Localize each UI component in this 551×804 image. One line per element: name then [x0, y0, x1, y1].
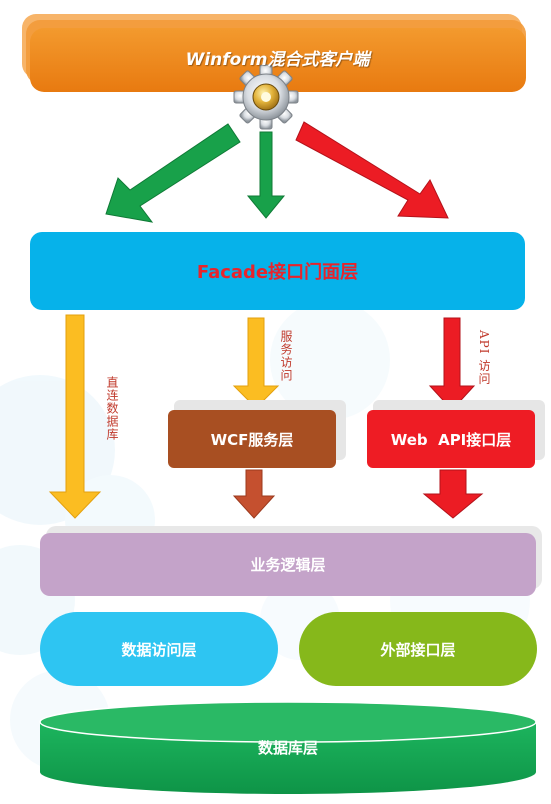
external-interface-box: [299, 612, 537, 686]
external-interface-layer-label: 外部接口层: [380, 640, 456, 659]
business-logic-box: [40, 526, 542, 596]
arrow-to-facade-right: [295, 121, 449, 219]
arrow-wcf-to-business: [232, 469, 276, 519]
database-layer-label: 数据库层: [257, 739, 318, 757]
webapi-layer-label: Web API接口层: [390, 430, 512, 449]
facade-box: [30, 232, 525, 310]
direct-database-label: 直连数据库: [105, 376, 119, 441]
database-cylinder: [39, 701, 537, 794]
winform-client-box: [22, 14, 526, 92]
arrow-to-wcf: [232, 317, 280, 409]
gear-icon: [233, 64, 299, 130]
arrow-to-facade-middle: [246, 131, 286, 219]
winform-client-title: Winform混合式客户端: [185, 50, 370, 70]
webapi-box: [367, 400, 545, 468]
wcf-layer-label: WCF服务层: [210, 430, 294, 449]
api-access-label: API 访问: [477, 330, 491, 386]
arrow-webapi-to-business: [422, 469, 484, 519]
arrow-to-facade-left: [105, 123, 241, 223]
facade-layer-label: Facade接口门面层: [196, 262, 359, 283]
data-access-box: [40, 612, 278, 686]
wcf-service-box: [168, 400, 346, 468]
business-layer-label: 业务逻辑层: [250, 556, 326, 574]
arrow-to-webapi: [428, 317, 476, 411]
data-access-layer-label: 数据访问层: [121, 640, 197, 659]
arrow-direct-database: [48, 314, 102, 519]
service-access-label: 服务访问: [279, 330, 293, 382]
